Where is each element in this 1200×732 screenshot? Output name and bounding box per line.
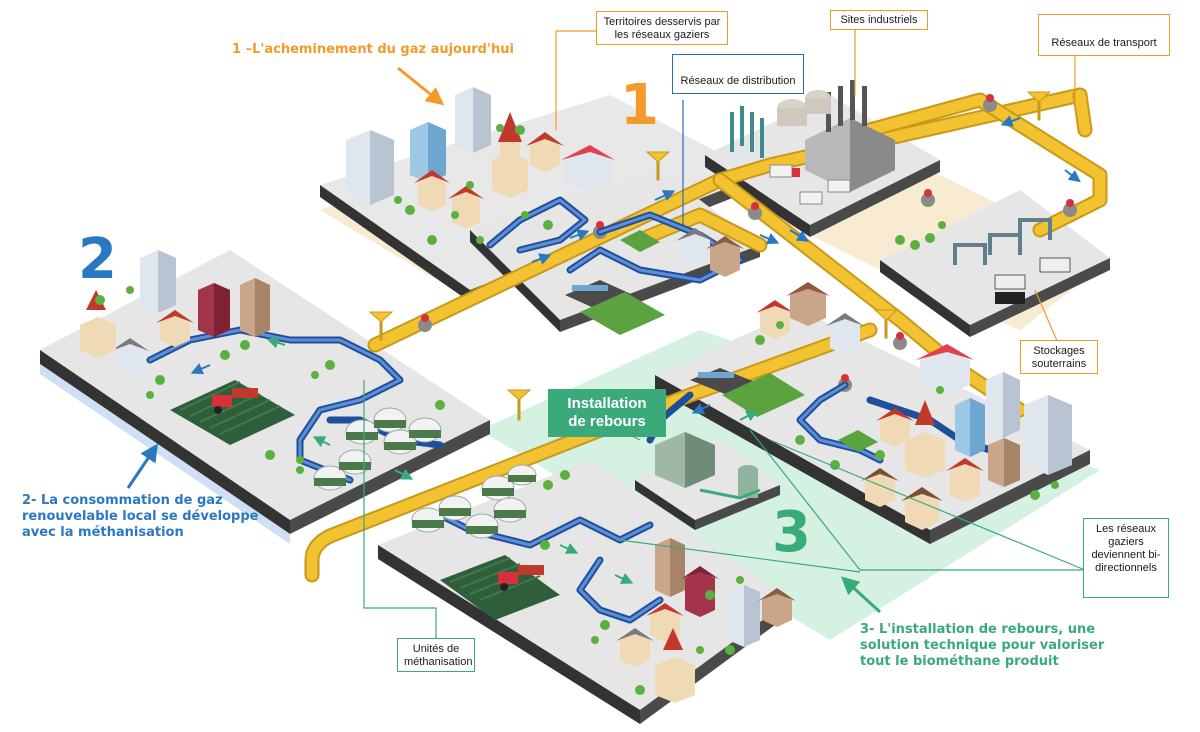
- section-number-2: 2: [78, 227, 117, 292]
- pipeline-marker-icon: [368, 91, 1052, 421]
- section-number-3: 3: [772, 500, 811, 565]
- factory-icon: [730, 80, 895, 192]
- truck-icon: [769, 164, 851, 205]
- rebours-installation-icon: [655, 432, 761, 500]
- caption2-arrow-icon: [126, 443, 159, 489]
- field-icon: [170, 380, 560, 620]
- label-reseaux-transport-text: Réseaux de transport: [1051, 37, 1157, 49]
- label-sites-industriels: Sites industriels: [830, 10, 928, 30]
- church-icon: [80, 112, 945, 703]
- building-icon: [140, 87, 1072, 647]
- storage-icon: [953, 218, 1052, 265]
- caption3-arrow-icon: [841, 576, 882, 614]
- house-icon: [111, 132, 984, 667]
- label-connectors: [363, 28, 1086, 640]
- label-reseaux-distribution-text: Réseaux de distribution: [680, 75, 796, 87]
- label-installation-rebours: Installation de rebours: [548, 389, 666, 437]
- label-reseaux-transport: Réseaux de transport: [1038, 14, 1170, 56]
- label-unites-methanisation: Unités de méthanisation: [397, 638, 475, 672]
- park-icon: [580, 230, 878, 452]
- flow-arrow-green-icon: [266, 336, 759, 584]
- caption-3: 3- L'installation de rebours, une soluti…: [860, 622, 1105, 669]
- section-number-1: 1: [620, 73, 659, 138]
- caption-2: 2- La consommation de gaz renouvelable l…: [22, 493, 259, 540]
- label-bidirectionnels-text: Les réseaux gaziers deviennent bi-direct…: [1091, 523, 1161, 574]
- label-bidirectionnels: Les réseaux gaziers deviennent bi-direct…: [1083, 518, 1169, 598]
- tree-icon: [95, 124, 1059, 695]
- label-territoires: Territoires desservis par les réseaux ga…: [596, 11, 728, 45]
- caption1-arrow-icon: [397, 66, 445, 106]
- rebours-platform: [635, 440, 780, 530]
- caption-1: 1 –L'acheminement du gaz aujourd'hui: [232, 42, 514, 57]
- storage-tank-icon: [994, 257, 1071, 304]
- methanisation-platform-left: [40, 250, 490, 544]
- tractor-icon: [212, 388, 544, 591]
- label-reseaux-distribution: Réseaux de distribution: [672, 54, 804, 94]
- digester-icon: [313, 407, 537, 539]
- flow-arrow-icon: [190, 115, 1081, 414]
- label-stockages: Stockages souterrains: [1020, 340, 1098, 374]
